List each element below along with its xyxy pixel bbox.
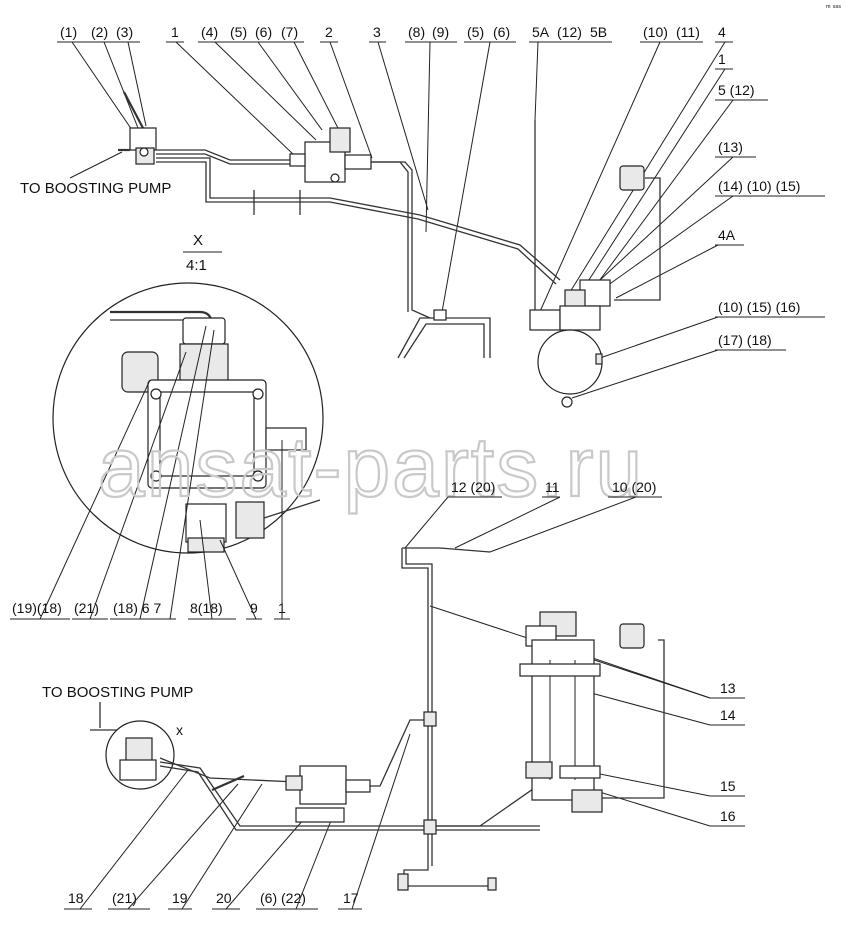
pipes-top — [118, 120, 661, 319]
detail-view-x: X 4:1 (19)(18) (21) (18) 6 7 8(18) 9 1 — [10, 232, 324, 620]
bottom-callout-5: 14 — [720, 707, 736, 723]
detail-title: X — [193, 232, 203, 249]
leader-lines — [71, 41, 734, 399]
callout-21: 1 — [718, 51, 726, 67]
control-valve-top — [289, 127, 372, 183]
detail-leaders — [10, 325, 290, 620]
bottom-callout-8: 18 — [68, 890, 84, 906]
bottom-callout-1: 12 (20) — [451, 479, 495, 495]
bottom-callout-13: 17 — [343, 890, 359, 906]
bottom-callout-3: 10 (20) — [612, 479, 656, 495]
callout-7: (6) — [255, 24, 272, 40]
detail-callout-2: (21) — [74, 600, 99, 616]
bottom-callout-7: 16 — [720, 808, 736, 824]
callout-4: 1 — [171, 24, 179, 40]
bottom-view: 12 (20) 11 10 (20) 13 14 15 16 18 — [42, 479, 745, 910]
control-valve-bottom — [285, 711, 497, 891]
callout-6: (5) — [230, 24, 247, 40]
callout-1: (1) — [60, 24, 77, 40]
callout-9: 2 — [325, 24, 333, 40]
bottom-callout-9: (21) — [112, 890, 137, 906]
callout-3: (3) — [116, 24, 133, 40]
watermark: ansat-parts.ru — [98, 420, 644, 514]
callout-17: 5B — [590, 24, 607, 40]
callout-25: 4A — [718, 227, 736, 243]
callout-12: (9) — [432, 24, 449, 40]
tank-assembly-bottom — [519, 611, 645, 813]
callout-24: (14) (10) (15) — [718, 178, 800, 194]
detail-callout-5: 9 — [250, 600, 258, 616]
callout-8: (7) — [281, 24, 298, 40]
detail-callout-3: (18) 6 7 — [113, 600, 161, 616]
detail-scale: 4:1 — [186, 257, 207, 274]
callout-16: (12) — [557, 24, 582, 40]
callout-27: (17) (18) — [718, 332, 772, 348]
callout-13: (5) — [467, 24, 484, 40]
callout-2: (2) — [91, 24, 108, 40]
boost-pump-note-bottom: TO BOOSTING PUMP — [42, 684, 193, 701]
detail-x-mark: x — [176, 722, 183, 738]
detail-callout-4: 8(18) — [190, 600, 223, 616]
bottom-callout-4: 13 — [720, 680, 736, 696]
brake-valve-lever — [123, 91, 157, 165]
corner-mark: ᵐ ˢˢˢ — [826, 3, 841, 12]
callout-26: (10) (15) (16) — [718, 299, 800, 315]
bottom-callout-6: 15 — [720, 778, 736, 794]
callout-14: (6) — [493, 24, 510, 40]
pipe-bracket-top — [397, 309, 491, 359]
callout-5: (4) — [201, 24, 218, 40]
callout-19: (11) — [676, 24, 700, 40]
callout-22: 5 (12) — [718, 82, 755, 98]
bottom-callout-11: 20 — [216, 890, 232, 906]
bottom-callout-2: 11 — [545, 479, 560, 495]
callout-11: (8) — [408, 24, 425, 40]
callout-20: 4 — [718, 24, 726, 40]
bottom-callout-12: (6) (22) — [260, 890, 306, 906]
boost-pump-note-top: TO BOOSTING PUMP — [20, 180, 171, 197]
callout-10: 3 — [373, 24, 381, 40]
master-cylinder-top — [529, 279, 611, 408]
top-view: (1) (2) (3) 1 (4) (5) (6) (7) 2 3 (8) (9… — [20, 24, 825, 408]
brake-pedal-top — [619, 165, 645, 191]
callout-15: 5A — [532, 24, 550, 40]
detail-callout-1: (19)(18) — [12, 600, 62, 616]
bottom-callout-10: 19 — [172, 890, 188, 906]
callout-18: (10) — [643, 24, 668, 40]
callout-23: (13) — [718, 139, 743, 155]
